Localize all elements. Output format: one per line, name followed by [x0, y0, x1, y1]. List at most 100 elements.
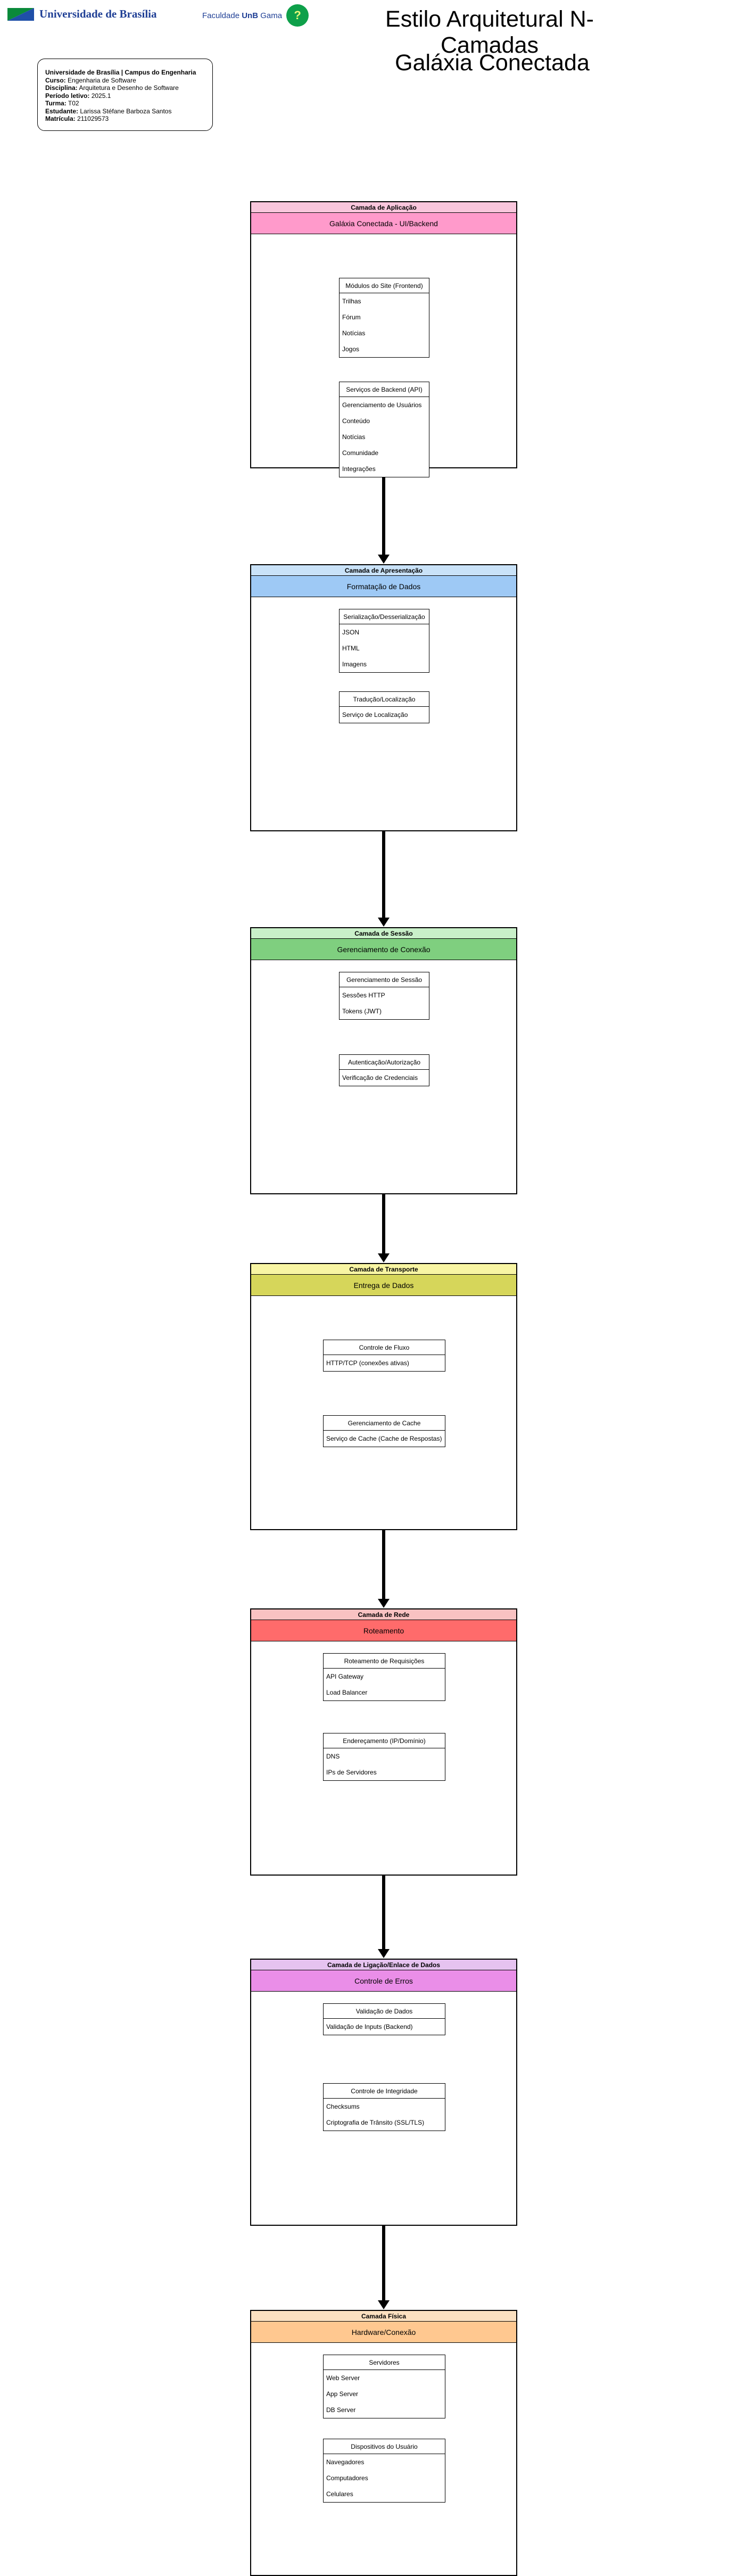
arrowhead-icon: [378, 2300, 390, 2309]
component-title: Servidores: [324, 2355, 445, 2370]
component-item: IPs de Servidores: [326, 1769, 377, 1776]
layer-subtitle: Galáxia Conectada - UI/Backend: [251, 213, 516, 234]
arrowhead-icon: [378, 918, 390, 927]
layer-title: Camada de Sessão: [251, 928, 516, 939]
component-item: Tokens (JWT): [342, 1008, 382, 1015]
info-curso: Curso: Engenharia de Software: [45, 76, 136, 84]
layer-title: Camada de Rede: [251, 1609, 516, 1620]
component-item: Checksums: [326, 2103, 360, 2110]
layer-title: Camada de Ligação/Enlace de Dados: [251, 1960, 516, 1970]
component-item: Integrações: [342, 465, 376, 473]
component-title: Tradução/Localização: [340, 692, 429, 707]
arrowhead-icon: [378, 1949, 390, 1958]
layer-subtitle: Formatação de Dados: [251, 576, 516, 597]
component-item: JSON: [342, 629, 360, 636]
layer-title: Camada de Aplicação: [251, 202, 516, 213]
component-item: HTTP/TCP (conexões ativas): [326, 1359, 409, 1367]
component-title: Controle de Integridade: [324, 2084, 445, 2099]
fga-logo-text: Faculdade UnB Gama: [202, 11, 283, 20]
component-title: Roteamento de Requisições: [324, 1654, 445, 1669]
arrowhead-icon: [378, 555, 390, 564]
unb-logo: Universidade de Brasília: [7, 7, 157, 21]
layer-title: Camada de Transporte: [251, 1264, 516, 1275]
info-disciplina: Disciplina: Arquitetura e Desenho de Sof…: [45, 84, 179, 92]
component-item: Computadores: [326, 2474, 368, 2482]
info-institution: Universidade de Brasília | Campus do Eng…: [45, 69, 196, 76]
component-item: Validação de Inputs (Backend): [326, 2023, 413, 2030]
component-box: Serviços de Backend (API) Gerenciamento d…: [339, 382, 429, 477]
component-title: Serviços de Backend (API): [340, 382, 429, 397]
component-item: Web Server: [326, 2374, 360, 2382]
component-title: Gerenciamento de Sessão: [340, 972, 429, 987]
component-title: Validação de Dados: [324, 2004, 445, 2019]
arrowhead-icon: [378, 1599, 390, 1608]
arrowhead-icon: [378, 1253, 390, 1262]
component-item: Notícias: [342, 329, 366, 337]
component-box: Endereçamento (IP/Domínio) DNS IPs de Serv…: [323, 1733, 445, 1781]
component-item: Celulares: [326, 2490, 353, 2498]
layer-subtitle: Entrega de Dados: [251, 1275, 516, 1296]
component-title: Gerenciamento de Cache: [324, 1416, 445, 1431]
layer-subtitle: Controle de Erros: [251, 1970, 516, 1992]
layer-subtitle: Roteamento: [251, 1620, 516, 1641]
component-item: Load Balancer: [326, 1689, 368, 1696]
component-item: Criptografia de Trânsito (SSL/TLS): [326, 2119, 425, 2126]
component-title: Serialização/Desserialização: [340, 609, 429, 624]
component-item: DNS: [326, 1753, 340, 1760]
component-item: Conteúdo: [342, 417, 370, 425]
component-item: Imagens: [342, 660, 367, 668]
info-turma: Turma: T02: [45, 100, 79, 107]
component-item: Verificação de Credenciais: [342, 1074, 418, 1081]
info-estudante: Estudante: Larissa Stéfane Barboza Santo…: [45, 107, 172, 115]
fga-logo: Faculdade UnB Gama ?: [202, 4, 309, 27]
component-title: Dispositivos do Usuário: [324, 2439, 445, 2454]
component-item: Notícias: [342, 433, 366, 441]
component-item: App Server: [326, 2390, 359, 2398]
info-periodo: Período letivo: 2025.1: [45, 92, 111, 100]
component-item: Navegadores: [326, 2458, 365, 2466]
page-subtitle: Galáxia Conectada: [395, 50, 590, 76]
component-item: Serviço de Cache (Cache de Respostas): [326, 1435, 442, 1442]
component-item: Fórum: [342, 313, 361, 321]
component-item: Trilhas: [342, 298, 361, 305]
component-title: Autenticação/Autorização: [340, 1055, 429, 1070]
component-item: Jogos: [342, 345, 360, 353]
fga-circle-icon: ?: [286, 4, 309, 27]
page-title: Estilo Arquitetural N-Camadas: [385, 6, 594, 58]
component-item: Serviço de Localização: [342, 711, 408, 719]
component-title: Módulos do Site (Frontend): [340, 278, 429, 293]
component-item: Comunidade: [342, 449, 379, 457]
unb-flag-icon: [7, 7, 34, 21]
component-item: HTML: [342, 645, 360, 652]
component-item: Sessões HTTP: [342, 992, 385, 999]
unb-logo-text: Universidade de Brasília: [39, 7, 157, 20]
layer-title: Camada Física: [251, 2311, 516, 2322]
component-item: DB Server: [326, 2406, 356, 2414]
component-title: Controle de Fluxo: [324, 1340, 445, 1355]
info-box: Universidade de Brasília | Campus do Eng…: [37, 59, 213, 131]
component-item: Gerenciamento de Usuários: [342, 401, 422, 409]
layer-subtitle: Hardware/Conexão: [251, 2322, 516, 2343]
layer-title: Camada de Apresentação: [251, 565, 516, 576]
layer-subtitle: Gerenciamento de Conexão: [251, 939, 516, 960]
component-title: Endereçamento (IP/Domínio): [324, 1733, 445, 1748]
component-item: API Gateway: [326, 1673, 364, 1680]
